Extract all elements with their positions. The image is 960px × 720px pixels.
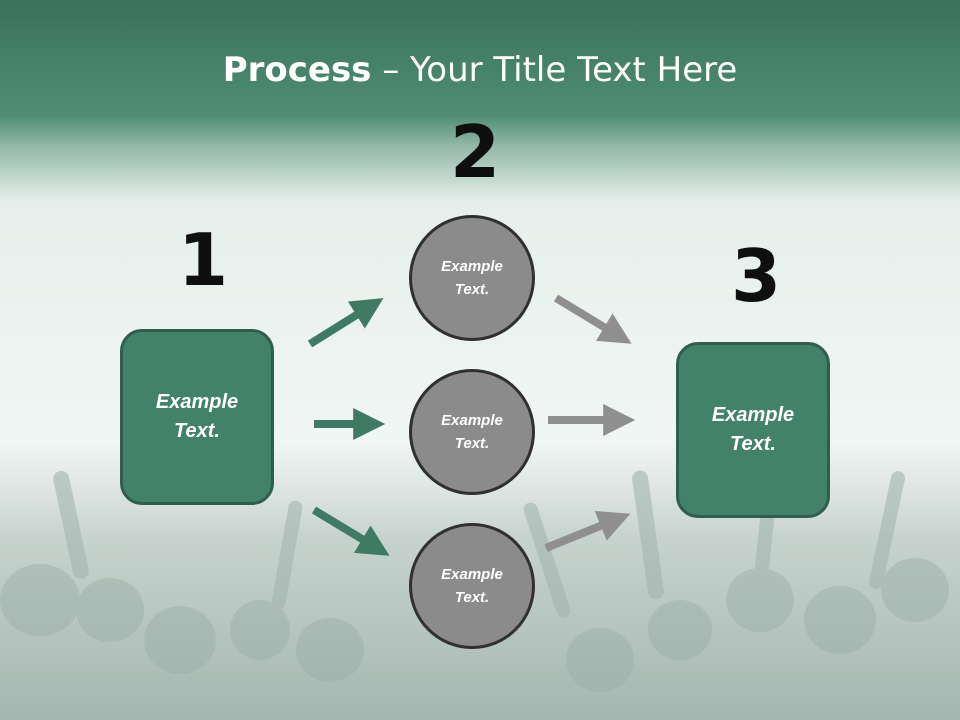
top-circle-node[interactable]: Example Text. xyxy=(409,215,535,341)
middle-circle-node[interactable]: Example Text. xyxy=(409,369,535,495)
right-process-box[interactable]: Example Text. xyxy=(676,342,830,518)
arrow-to-bottom-circle xyxy=(311,506,390,556)
step-number-1: 1 xyxy=(178,218,229,302)
arrow-to-top-circle xyxy=(307,298,384,348)
step-number-3: 3 xyxy=(731,234,782,318)
title-rest-part: – Your Title Text Here xyxy=(371,50,738,90)
right-box-label: Example Text. xyxy=(711,404,795,455)
left-box-label: Example Text. xyxy=(155,391,239,442)
title-bold-part: Process xyxy=(222,50,372,90)
bottom-circle-label: Example Text. xyxy=(441,566,503,606)
slide-title: Process – Your Title Text Here xyxy=(0,50,960,90)
top-circle-label: Example Text. xyxy=(441,258,503,298)
arrow-from-bottom-circle xyxy=(544,510,631,552)
step-number-2: 2 xyxy=(450,110,501,194)
arrow-from-top-circle xyxy=(553,294,632,344)
middle-circle-label: Example Text. xyxy=(441,412,503,452)
bottom-circle-node[interactable]: Example Text. xyxy=(409,523,535,649)
left-process-box[interactable]: Example Text. xyxy=(120,329,274,505)
